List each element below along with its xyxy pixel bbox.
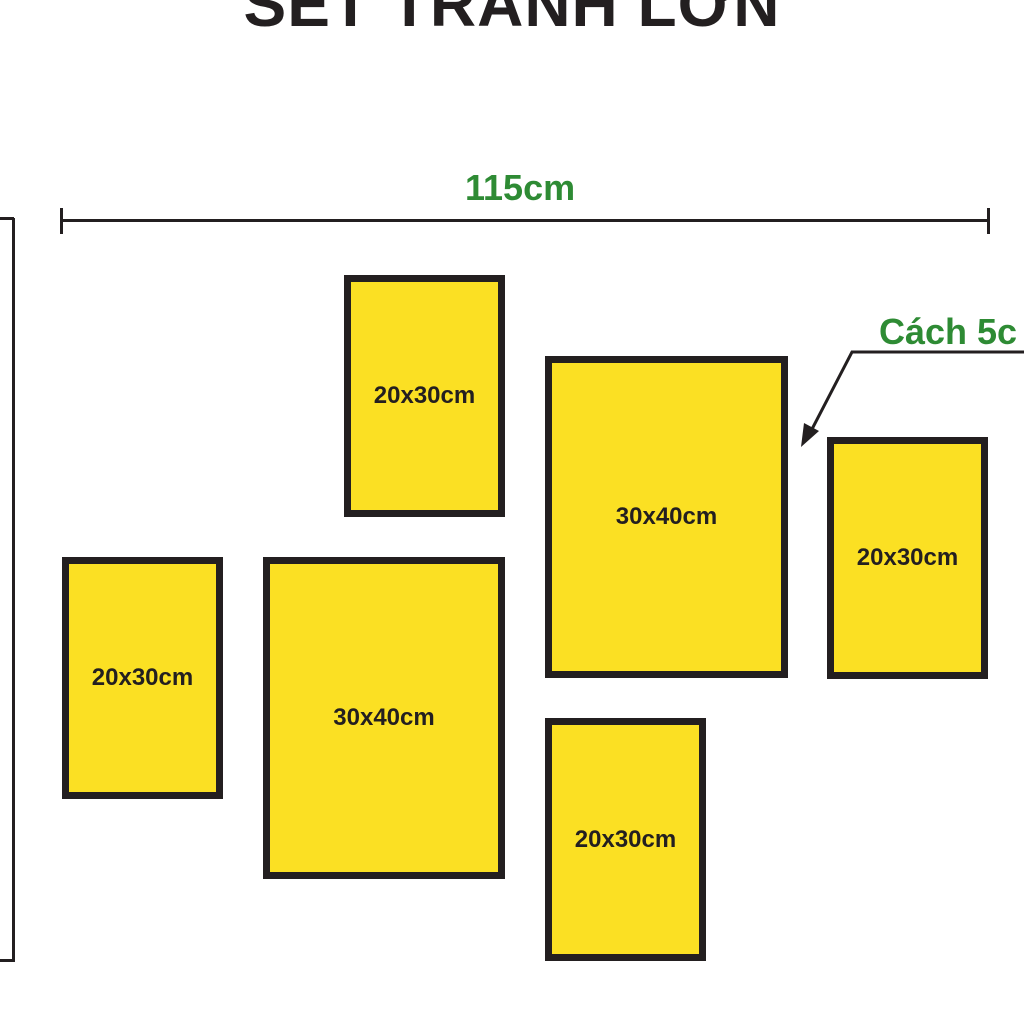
frame-left-small: 20x30cm: [62, 557, 223, 799]
width-dimension-line: [61, 219, 990, 222]
frame-left-large: 30x40cm: [263, 557, 505, 879]
height-dimension-bottom-tick: [0, 959, 14, 962]
width-dimension-left-tick: [60, 208, 63, 234]
page-title: SET TRANH LỚN: [243, 0, 781, 40]
frame-size-label: 30x40cm: [333, 704, 435, 731]
frame-size-label: 20x30cm: [856, 544, 959, 571]
frame-size-label: 20x30cm: [91, 664, 194, 691]
frame-size-label: 20x30cm: [373, 382, 476, 409]
frame-center-large: 30x40cm: [545, 356, 788, 678]
frame-size-label: 20x30cm: [574, 825, 677, 853]
frame-right-small: 20x30cm: [827, 437, 988, 679]
height-dimension-top-tick: [0, 217, 14, 220]
frame-size-label: 30x40cm: [615, 503, 718, 530]
spacing-arrow-line: [808, 350, 1024, 434]
height-dimension-line: [12, 218, 15, 962]
frame-bottom-small: 20x30cm: [545, 718, 706, 961]
frame-top-small: 20x30cm: [344, 275, 505, 517]
spacing-arrow-head: [801, 423, 819, 447]
width-dimension-right-tick: [987, 208, 990, 234]
width-dimension-label: 115cm: [465, 167, 576, 208]
spacing-note-label: Cách 5c: [879, 311, 1018, 352]
